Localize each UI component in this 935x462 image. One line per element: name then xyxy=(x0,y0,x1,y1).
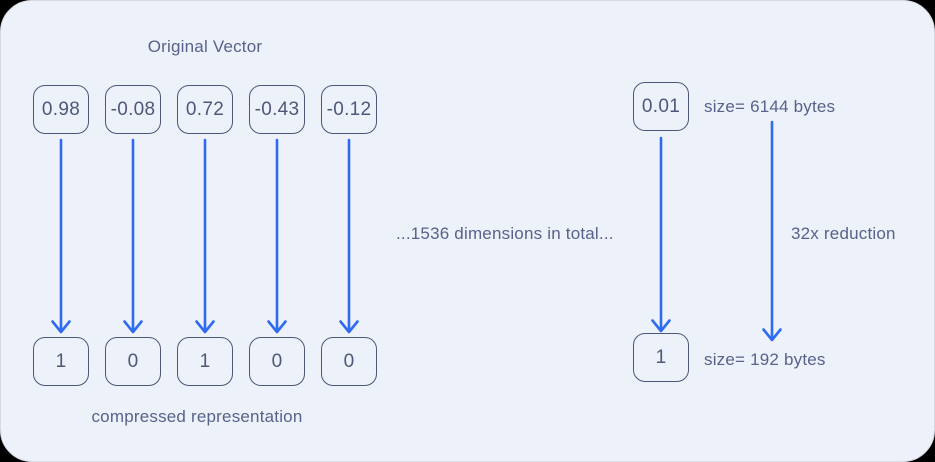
compressed-value-box: 1 xyxy=(177,337,233,386)
original-size-label: size= 6144 bytes xyxy=(704,97,836,116)
compressed-value: 0 xyxy=(343,350,355,372)
original-value: -0.12 xyxy=(326,98,372,120)
compressed-value: 0 xyxy=(271,350,283,372)
dimensions-note: ...1536 dimensions in total... xyxy=(396,224,614,243)
down-arrow xyxy=(123,138,143,334)
original-vector-title: Original Vector xyxy=(147,37,263,56)
compressed-value: 1 xyxy=(199,350,211,372)
down-arrow xyxy=(267,138,287,334)
down-arrow xyxy=(51,138,71,334)
compressed-value: 0 xyxy=(127,350,139,372)
original-value-box: -0.43 xyxy=(249,85,305,134)
original-value-box: 0.72 xyxy=(177,85,233,134)
compressed-caption: compressed representation xyxy=(91,407,303,426)
down-arrow xyxy=(339,138,359,334)
compressed-value-box: 0 xyxy=(105,337,161,386)
original-value: 0.72 xyxy=(185,98,225,120)
compressed-value-box: 1 xyxy=(33,337,89,386)
down-arrow xyxy=(762,120,782,342)
down-arrow xyxy=(195,138,215,334)
original-value-box: 0.98 xyxy=(33,85,89,134)
compressed-value: 1 xyxy=(55,350,67,372)
down-arrow xyxy=(651,136,671,333)
compressed-value-box: 0 xyxy=(249,337,305,386)
original-value: 0.98 xyxy=(41,98,81,120)
compressed-value-box: 0 xyxy=(321,337,377,386)
example-original-value-box: 0.01 xyxy=(633,82,689,131)
example-compressed-value-box: 1 xyxy=(633,333,689,382)
compressed-size-label: size= 192 bytes xyxy=(704,350,826,369)
original-value: -0.08 xyxy=(110,98,156,120)
original-value-box: -0.12 xyxy=(321,85,377,134)
example-compressed-value: 1 xyxy=(655,346,667,368)
example-original-value: 0.01 xyxy=(641,95,681,117)
reduction-label: 32x reduction xyxy=(791,224,896,243)
original-value: -0.43 xyxy=(254,98,300,120)
original-value-box: -0.08 xyxy=(105,85,161,134)
